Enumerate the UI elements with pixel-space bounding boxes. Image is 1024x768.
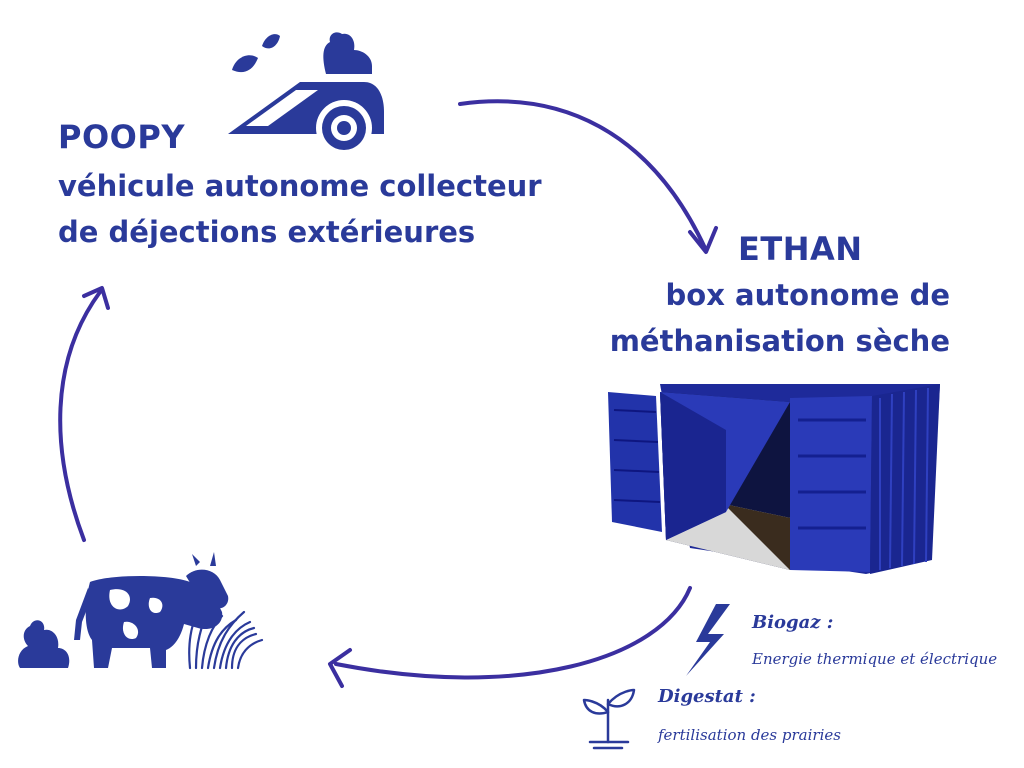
arrow-cow-to-poopy (58, 290, 102, 542)
biogaz-text: Energie thermique et électrique (752, 650, 998, 668)
poopy-description-line2: de déjections extérieures (58, 215, 476, 249)
lightning-icon (686, 604, 730, 676)
poopy-title: POOPY (58, 118, 185, 156)
digestat-title: Digestat : (658, 686, 756, 707)
poopy-description-line1: véhicule autonome collecteur (58, 169, 542, 203)
biogaz-title: Biogaz : (752, 612, 834, 633)
arrow-poopy-to-ethan (458, 99, 707, 250)
poop-icon (18, 620, 70, 668)
ethan-description-line1: box autonome de (665, 278, 950, 312)
plant-sprout-icon (582, 688, 636, 750)
arrow-poopy-to-ethan-head (688, 226, 718, 254)
digestat-text: fertilisation des prairies (658, 726, 841, 744)
ethan-title: ETHAN (738, 230, 863, 268)
arrow-ethan-to-cow-head (328, 648, 352, 688)
arrow-ethan-to-cow (334, 586, 692, 680)
arrow-cow-to-poopy-head (82, 286, 110, 310)
grass-icon (188, 610, 264, 670)
ethan-description-line2: méthanisation sèche (609, 324, 950, 358)
